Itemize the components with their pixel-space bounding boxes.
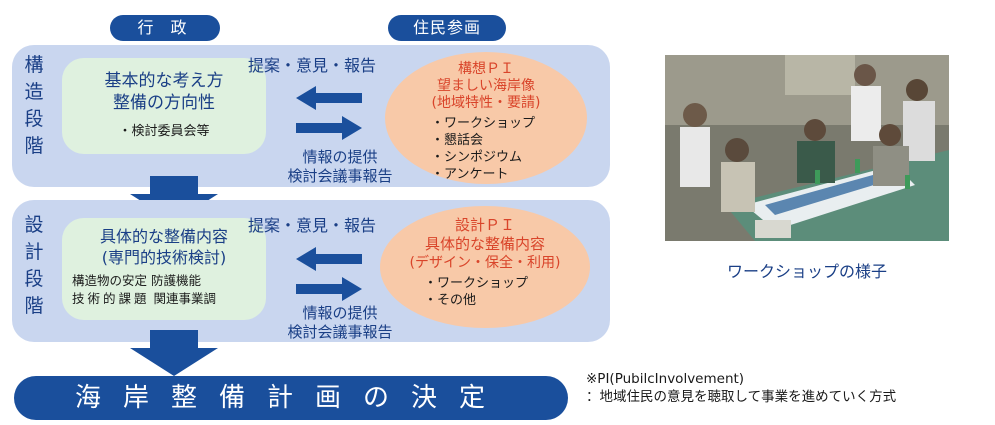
stage1-exchange-arrows: [296, 84, 372, 142]
pi-design-title-1: 設計ＰＩ: [380, 216, 590, 235]
gov-concept-item: ・検討委員会等: [62, 120, 266, 139]
pi-note-line-2: ：地域住民の意見を聴取して事業を進めていく方式: [586, 388, 896, 406]
gov-design-title-1: 具体的な整備内容: [62, 226, 266, 247]
stage2-info-label: 情報の提供 検討会議事報告: [278, 304, 402, 342]
gov-box-concept: 基本的な考え方 整備の方向性 ・検討委員会等: [62, 58, 266, 154]
gov-concept-title-2: 整備の方向性: [62, 92, 266, 114]
down-arrow-icon: [130, 330, 218, 376]
pi-concept-title-3: (地域特性・要請): [385, 95, 587, 112]
list-item: ・その他: [424, 292, 590, 309]
pi-design-title-2: 具体的な整備内容: [380, 235, 590, 254]
stage2-proposal-label: 提案・意見・報告: [248, 212, 376, 236]
pi-design-title-3: (デザイン・保全・利用): [380, 254, 590, 273]
decision-banner: 海岸整備計画の決定: [14, 376, 568, 420]
stage1-info-label: 情報の提供 検討会議事報告: [278, 148, 402, 186]
pi-note-line-1: ※PI(PubilcInvolvement): [586, 370, 896, 388]
pi-concept-title-1: 構想ＰＩ: [385, 61, 587, 78]
list-item: ・ワークショップ: [424, 275, 590, 292]
stage1-proposal-label: 提案・意見・報告: [248, 52, 376, 76]
list-item: ・懇話会: [431, 132, 587, 149]
photo-caption: ワークショップの様子: [665, 258, 949, 282]
gov-header: 行 政: [110, 15, 220, 41]
list-item: ・アンケート: [431, 166, 587, 183]
pi-note: ※PI(PubilcInvolvement) ：地域住民の意見を聴取して事業を進…: [586, 370, 896, 406]
workshop-photo: [665, 55, 949, 241]
gov-box-design: 具体的な整備内容 (専門的技術検討) 構造物の安定 防護機能 技術的課題 関連事…: [62, 218, 266, 320]
gov-design-items: 構造物の安定 防護機能 技術的課題 関連事業調: [72, 272, 266, 308]
left-arrow-icon: [296, 247, 362, 271]
list-item: ・シンポジウム: [431, 149, 587, 166]
stage-design-label: 設 計 段 階: [22, 212, 46, 320]
list-item: ・ワークショップ: [431, 115, 587, 132]
residents-header: 住民参画: [388, 15, 506, 41]
left-arrow-icon: [296, 86, 362, 110]
right-arrow-icon: [296, 277, 362, 301]
pi-concept-title-2: 望ましい海岸像: [385, 78, 587, 95]
pi-concept-ellipse: 構想ＰＩ 望ましい海岸像 (地域特性・要請) ・ワークショップ ・懇話会 ・シン…: [385, 52, 587, 184]
stage2-exchange-arrows: [296, 245, 372, 303]
pi-concept-items: ・ワークショップ ・懇話会 ・シンポジウム ・アンケート: [431, 115, 587, 183]
down-arrow-2: [130, 330, 218, 376]
pi-design-ellipse: 設計ＰＩ 具体的な整備内容 (デザイン・保全・利用) ・ワークショップ ・その他: [380, 206, 590, 328]
gov-concept-title-1: 基本的な考え方: [62, 70, 266, 92]
gov-design-title-2: (専門的技術検討): [62, 247, 266, 268]
pi-design-items: ・ワークショップ ・その他: [424, 275, 590, 309]
stage-concept-label: 構 造 段 階: [22, 52, 46, 160]
right-arrow-icon: [296, 116, 362, 140]
